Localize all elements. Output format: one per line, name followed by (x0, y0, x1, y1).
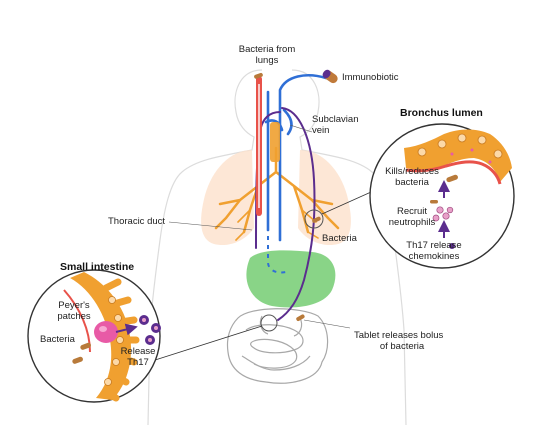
label-subclavian-line1: Subclavian (312, 114, 359, 125)
label-tablet-releases: Tablet releases bolus of bacteria (354, 330, 450, 352)
label-bacteria-from-lungs-line1: Bacteria from (238, 44, 296, 55)
bronchus-kills-line2: bacteria (395, 177, 429, 188)
immunobiotic-capsule (322, 69, 338, 84)
esophagus (267, 236, 287, 274)
gut-zone-marker (260, 314, 278, 332)
bronchus-th17-line2: chemokines (408, 251, 460, 262)
intestine-inset (27, 269, 161, 403)
th17-cells (139, 315, 161, 345)
label-subclavian-vein: Subclavian vein (312, 114, 358, 136)
intestine-peyers-line2: patches (57, 311, 91, 322)
bronchus-kills-label: Kills/reduces bacteria (380, 166, 444, 188)
bronchus-recruit-line1: Recruit (396, 206, 428, 217)
leader-subclavian (289, 124, 313, 133)
label-subclavian-line2: vein (312, 125, 330, 136)
bronchus-th17-line1: Th17 release (406, 240, 462, 251)
intestine-release-label: Release Th17 (118, 346, 158, 368)
label-thoracic-duct: Thoracic duct (108, 216, 166, 227)
bronchus-kills-line1: Kills/reduces (385, 166, 439, 177)
intestine-peyers-label: Peyer's patches (52, 300, 96, 322)
intestines (226, 308, 329, 384)
neutrophils (432, 206, 454, 222)
leader-tablet (303, 319, 351, 329)
bronchus-title: Bronchus lumen (400, 107, 483, 119)
stomach (246, 250, 336, 308)
intestine-bacteria-label: Bacteria (40, 334, 75, 345)
lungs (201, 146, 351, 246)
label-tablet-line1: Tablet releases bolus (354, 330, 444, 341)
bacteria-marks (254, 72, 321, 321)
intestine-peyers-line1: Peyer's (58, 300, 90, 311)
label-bacteria-from-lungs-line2: lungs (255, 55, 279, 66)
label-bacteria-lung: Bacteria (322, 233, 357, 244)
body-silhouette (147, 69, 407, 426)
bronchus-recruit-label: Recruit neutrophils (384, 206, 440, 228)
peyers-patch (94, 321, 118, 343)
lung-zone-marker (304, 209, 324, 229)
intestine-release-line1: Release (120, 346, 156, 357)
label-bacteria-from-lungs: Bacteria from lungs (224, 44, 310, 66)
label-immunobiotic: Immunobiotic (342, 72, 399, 83)
intestine-release-line2: Th17 (127, 357, 149, 368)
label-tablet-line2: of bacteria (379, 341, 425, 352)
bronchus-inset (369, 123, 515, 269)
bronchus-th17-label: Th17 release chemokines (396, 240, 472, 262)
bronchus-recruit-line2: neutrophils (388, 217, 436, 228)
trachea (256, 76, 280, 216)
intestine-title: Small intestine (60, 261, 135, 273)
leader-thoracic-duct (168, 221, 253, 231)
